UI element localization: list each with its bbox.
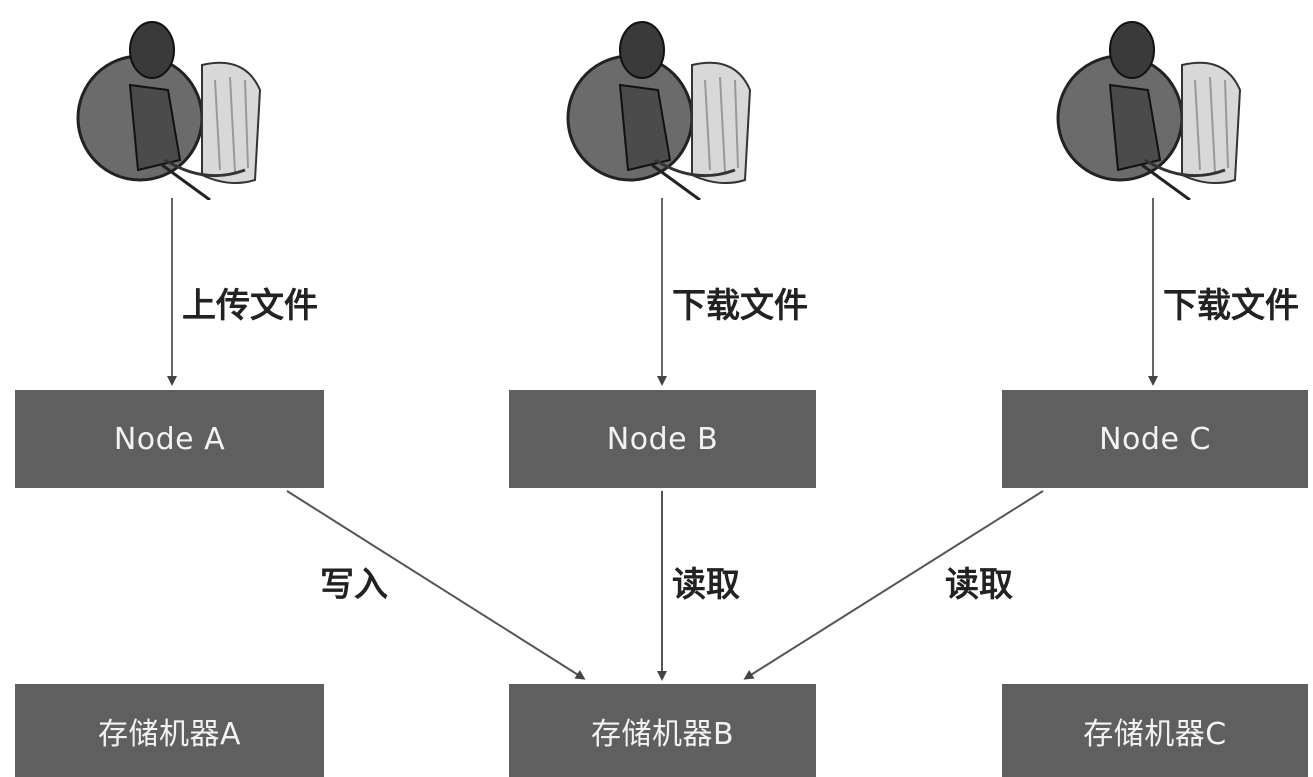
upload-file-label: 上传文件 (182, 286, 318, 326)
node-a-box: Node A (15, 390, 324, 488)
node-b-box: Node B (509, 390, 816, 488)
write-label: 写入 (320, 565, 388, 605)
download-file-label: 下载文件 (1163, 286, 1299, 326)
download-file-label: 下载文件 (672, 286, 808, 326)
arrow-node-a-to-storage-b (286, 490, 586, 680)
storage-a-box: 存储机器A (15, 684, 324, 777)
user-at-computer-icon (566, 21, 752, 200)
storage-b-box: 存储机器B (509, 684, 816, 777)
read-label: 读取 (945, 565, 1013, 605)
read-label: 读取 (672, 565, 740, 605)
arrow-node-c-to-storage-b (743, 490, 1044, 680)
storage-c-label: 存储机器C (1083, 716, 1227, 752)
user-at-computer-icon (1056, 21, 1242, 200)
storage-c-box: 存储机器C (1002, 684, 1308, 777)
node-c-label: Node C (1099, 421, 1211, 457)
node-c-box: Node C (1002, 390, 1308, 488)
node-a-label: Node A (113, 421, 226, 457)
storage-a-label: 存储机器A (97, 716, 242, 752)
storage-b-label: 存储机器B (590, 716, 735, 752)
user-at-computer-icon (76, 21, 262, 200)
node-b-label: Node B (606, 421, 719, 457)
